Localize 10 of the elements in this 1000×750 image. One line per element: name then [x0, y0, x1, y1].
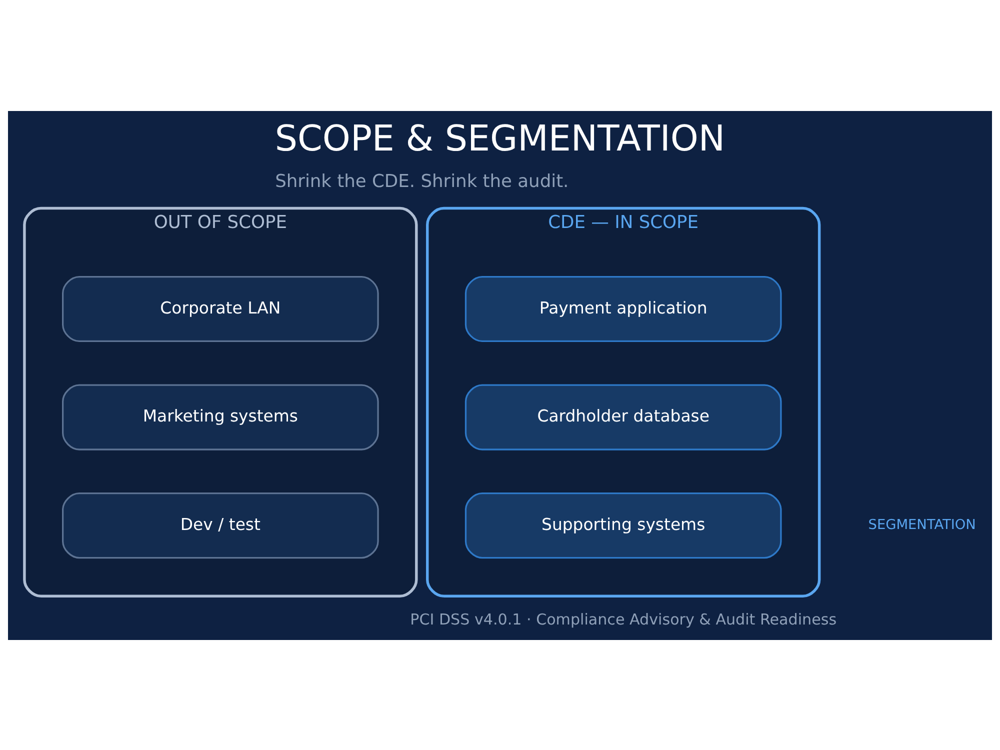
node-box: Cardholder database — [464, 384, 782, 450]
diagram-title: SCOPE & SEGMENTATION — [274, 118, 726, 159]
label: PCI DSS v4.0.1 · Compliance Advisory & Audit Readiness — [410, 610, 837, 628]
label: Shrink the CDE. Shrink the audit. — [275, 170, 569, 192]
label: SEGMENTATION — [868, 516, 976, 532]
node-box: Payment application — [464, 276, 782, 342]
node-box: Marketing systems — [62, 384, 379, 450]
node-box: Dev / test — [62, 492, 379, 558]
node-box: Supporting systems — [464, 492, 782, 558]
node-box: Corporate LAN — [62, 276, 379, 342]
